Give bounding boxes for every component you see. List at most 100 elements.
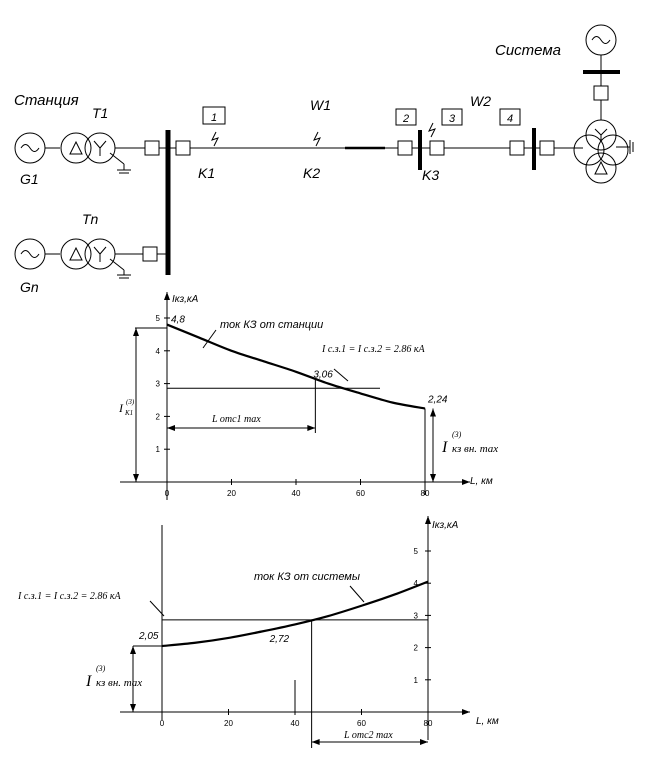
y-tick-label: 1 <box>414 676 419 685</box>
x-tick-label: 20 <box>227 489 236 498</box>
protection-2-box <box>395 108 417 126</box>
protection-1-box <box>202 106 226 125</box>
y-tick-label: 3 <box>414 611 419 620</box>
point-label-intersection: 2,72 <box>269 634 290 645</box>
breaker-tn <box>142 246 158 262</box>
y-tick-label: 4 <box>414 579 419 588</box>
generator-1-symbol <box>14 132 46 164</box>
y-tick-label: 2 <box>414 644 419 653</box>
y-axis-arrow <box>164 292 170 300</box>
fault-k3-bolt <box>428 122 436 138</box>
left-current-sub: К1 <box>124 409 133 417</box>
x-axis-arrow <box>462 709 470 715</box>
generator-1-label: G1 <box>20 171 39 187</box>
zone-arrow-head-left <box>167 425 175 431</box>
setting-leader-line <box>149 600 165 617</box>
min-current-label: I <box>441 439 448 456</box>
y-tick-label: 4 <box>156 347 161 356</box>
generator-n-symbol <box>14 238 46 270</box>
fault-k2-label: K2 <box>303 165 320 181</box>
protection-3-label: 3 <box>449 113 456 125</box>
min-current-sup: (3) <box>452 430 462 439</box>
transformer-1-symbol <box>60 132 131 174</box>
min-current-sub: кз вн. max <box>96 677 142 689</box>
breaker-w2-start <box>429 140 445 156</box>
y-tick-label: 1 <box>156 445 161 454</box>
x-tick-label: 20 <box>224 719 233 728</box>
x-tick-label: 60 <box>356 489 365 498</box>
setting-label: I с.з.1 = I с.з.2 = 2.86 кА <box>17 591 122 602</box>
fault-k1-bolt <box>211 131 219 147</box>
min-current-label: I <box>85 673 92 690</box>
series-leader-line <box>202 329 217 349</box>
y-axis-arrow <box>425 516 431 524</box>
min-current-sub: кз вн. max <box>452 443 498 455</box>
transformer-n-label: Tn <box>82 211 99 227</box>
y-tick-label: 5 <box>156 314 161 323</box>
min-current-arrow-top <box>130 645 136 654</box>
protection-2-label: 2 <box>402 113 409 125</box>
zone-arrow-head-right <box>420 739 428 745</box>
setting-label: I с.з.1 = I с.з.2 = 2.86 кА <box>321 344 426 355</box>
system-source-symbol <box>585 24 617 56</box>
y-axis-label: Iкз,кА <box>172 294 199 305</box>
x-tick-label: 40 <box>292 489 301 498</box>
transformer-n-symbol <box>60 238 131 279</box>
breaker-system-side <box>539 140 555 156</box>
min-current-arrow-bottom <box>430 474 436 482</box>
series-leader-line <box>349 585 365 603</box>
y-tick-label: 5 <box>414 547 419 556</box>
left-current-label: I <box>118 401 124 415</box>
point-label-start: 4,8 <box>171 315 185 326</box>
three-winding-transformer-symbol <box>573 119 634 184</box>
fault-k3-label: K3 <box>422 167 439 183</box>
point-label-start: 2,05 <box>138 631 159 642</box>
left-current-sup: (3) <box>126 398 135 406</box>
generator-n-label: Gn <box>20 279 39 295</box>
breaker-t1 <box>144 140 160 156</box>
left-current-arrow-top <box>133 328 139 336</box>
line-w1-label: W1 <box>310 97 331 113</box>
left-current-arrow-bottom <box>133 474 139 482</box>
x-axis-label: L, км <box>470 476 493 487</box>
fault-k1-label: K1 <box>198 165 215 181</box>
y-tick-label: 3 <box>156 380 161 389</box>
zone-arrow-head-left <box>311 739 320 745</box>
system-label: Система <box>495 42 561 59</box>
single-line-diagram: Станция T1 G1 Tn Gn <box>14 24 634 295</box>
x-tick-label: 0 <box>160 719 165 728</box>
x-axis-label: L, км <box>476 716 499 727</box>
x-tick-label: 40 <box>291 719 300 728</box>
protection-4-label: 4 <box>507 113 513 125</box>
point-label-intersection: 3,06 <box>313 370 333 381</box>
point-label-end: 2,24 <box>427 395 448 406</box>
protection-4-box <box>499 108 521 126</box>
fault-k2-bolt <box>313 131 321 147</box>
series-line-system <box>161 580 429 648</box>
transformer-1-label: T1 <box>92 105 108 121</box>
station-label: Станция <box>14 92 79 109</box>
zone-label: L отс2 max <box>343 730 393 741</box>
zone-label: L отс1 max <box>211 414 261 425</box>
protection-3-box <box>441 108 463 126</box>
breaker-system-top <box>593 85 609 101</box>
zone-arrow-head-right <box>307 425 316 431</box>
setting-leader-line <box>333 368 349 382</box>
series-line-station <box>166 323 426 410</box>
series-label: ток КЗ от станции <box>220 319 323 331</box>
breaker-w1-start <box>175 140 191 156</box>
x-tick-label: 60 <box>357 719 366 728</box>
x-tick-label: 0 <box>165 489 170 498</box>
y-tick-label: 2 <box>156 412 161 421</box>
min-current-arrow-top <box>430 408 436 417</box>
x-axis-arrow <box>462 479 470 485</box>
x-tick-label: 80 <box>424 719 433 728</box>
y-axis-label: Iкз,кА <box>432 520 459 531</box>
breaker-w2-end <box>509 140 525 156</box>
chart-system-current: Iкз,кА L, км 0 20 40 60 80 1 2 3 4 5 ток КЗ от систе… <box>17 516 499 748</box>
series-label: ток КЗ от системы <box>254 571 360 583</box>
line-w2-label: W2 <box>470 93 491 109</box>
min-current-arrow-bottom <box>130 704 136 712</box>
